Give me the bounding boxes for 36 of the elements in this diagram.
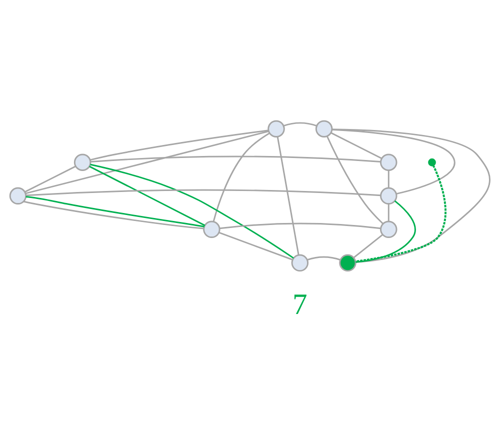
- connector: [326, 136, 384, 224]
- node-circle: [315, 120, 333, 138]
- node-circle: [428, 158, 436, 166]
- connector: [90, 164, 294, 259]
- connector: [353, 234, 384, 258]
- connector: [25, 130, 269, 194]
- node-circle: [74, 154, 92, 171]
- connector: [332, 128, 456, 195]
- connector: [218, 232, 293, 260]
- connector: [212, 132, 270, 222]
- node-circle: [380, 154, 398, 171]
- connector: [388, 170, 390, 188]
- connector: [89, 166, 206, 226]
- connector: [220, 222, 381, 230]
- connector: [388, 204, 390, 222]
- connector: [355, 164, 446, 262]
- node-circle: [291, 254, 309, 272]
- node-circle: [268, 120, 285, 138]
- connector: [23, 200, 204, 230]
- connector: [26, 196, 204, 228]
- connector: [330, 132, 382, 160]
- node-circle: [9, 187, 27, 205]
- connector: [332, 128, 490, 263]
- connector: [24, 166, 76, 193]
- connector: [26, 189, 381, 196]
- connector: [306, 256, 341, 261]
- connector: [276, 136, 300, 256]
- node-circle: [380, 220, 398, 238]
- connector: [356, 200, 416, 263]
- connector: [90, 156, 381, 163]
- connector: [283, 122, 317, 126]
- node-circle: [380, 187, 398, 205]
- connector: [90, 130, 269, 161]
- label: 7: [292, 289, 308, 322]
- node-circle: [203, 220, 220, 238]
- node-circle: [339, 254, 356, 272]
